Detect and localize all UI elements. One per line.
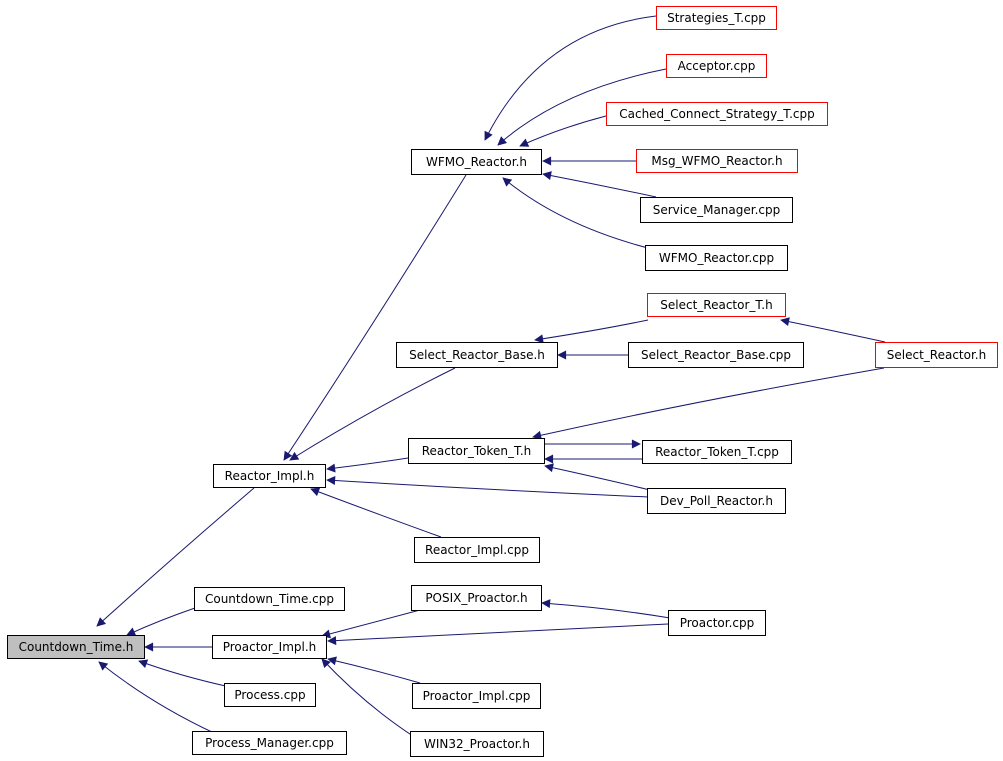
edge-select-reactor-base-to-reactor-impl bbox=[289, 367, 456, 461]
node-process-cpp[interactable]: Process.cpp bbox=[224, 683, 316, 707]
node-msg-wfmo-reactor-h[interactable]: Msg_WFMO_Reactor.h bbox=[636, 149, 798, 173]
edge-reactor-impl-to-countdown-time-h bbox=[96, 487, 255, 627]
node-dev-poll-reactor-h[interactable]: Dev_Poll_Reactor.h bbox=[647, 488, 786, 514]
node-select-reactor-h[interactable]: Select_Reactor.h bbox=[875, 342, 998, 368]
node-select-reactor-base-cpp[interactable]: Select_Reactor_Base.cpp bbox=[628, 342, 804, 368]
edge-dev-poll-reactor-to-reactor-impl bbox=[326, 476, 649, 498]
edge-proactor-cpp-to-posix-proactor bbox=[541, 599, 671, 619]
node-countdown-time-h[interactable]: Countdown_Time.h bbox=[7, 635, 145, 659]
edge-wfmo-reactor-to-reactor-impl bbox=[283, 174, 467, 461]
node-wfmo-reactor-h[interactable]: WFMO_Reactor.h bbox=[411, 149, 542, 175]
dependency-edges bbox=[96, 15, 886, 739]
edge-process-manager-to-countdown-time-h bbox=[98, 661, 215, 734]
edge-reactor-token-t-h-to-reactor-impl bbox=[326, 457, 409, 473]
edge-wfmo-reactor-cpp-to-wfmo-reactor bbox=[502, 177, 649, 249]
edge-cached-connect-to-wfmo-reactor bbox=[519, 115, 607, 147]
node-posix-proactor-h[interactable]: POSIX_Proactor.h bbox=[411, 585, 542, 611]
edge-proactor-impl-cpp-to-proactor-impl bbox=[327, 656, 421, 684]
edge-countdown-time-cpp-to-countdown-time-h bbox=[126, 607, 196, 636]
node-win32-proactor-h[interactable]: WIN32_Proactor.h bbox=[410, 731, 544, 757]
node-reactor-token-t-cpp[interactable]: Reactor_Token_T.cpp bbox=[642, 440, 792, 464]
edge-posix-proactor-to-proactor-impl bbox=[321, 609, 421, 639]
node-reactor-impl-h[interactable]: Reactor_Impl.h bbox=[213, 464, 326, 488]
node-select-reactor-base-h[interactable]: Select_Reactor_Base.h bbox=[396, 342, 558, 368]
edge-select-reactor-to-reactor-token-t-h bbox=[532, 367, 885, 440]
node-process-manager-cpp[interactable]: Process_Manager.cpp bbox=[192, 731, 347, 755]
edge-proactor-cpp-to-proactor-impl bbox=[327, 623, 669, 646]
node-wfmo-reactor-cpp[interactable]: WFMO_Reactor.cpp bbox=[645, 245, 788, 271]
edge-select-reactor-t-to-select-reactor-base bbox=[534, 319, 649, 344]
node-countdown-time-cpp[interactable]: Countdown_Time.cpp bbox=[194, 587, 345, 611]
edge-win32-proactor-to-proactor-impl bbox=[321, 658, 417, 739]
node-proactor-impl-h[interactable]: Proactor_Impl.h bbox=[212, 635, 327, 659]
edge-dev-poll-reactor-to-reactor-token-t-h bbox=[544, 463, 651, 491]
node-proactor-impl-cpp[interactable]: Proactor_Impl.cpp bbox=[412, 683, 541, 709]
edge-process-cpp-to-countdown-time-h bbox=[138, 659, 231, 688]
node-select-reactor-t-h[interactable]: Select_Reactor_T.h bbox=[647, 293, 786, 317]
node-proactor-cpp[interactable]: Proactor.cpp bbox=[668, 610, 766, 636]
edge-reactor-impl-cpp-to-reactor-impl bbox=[310, 487, 442, 538]
edge-acceptor-to-wfmo-reactor bbox=[497, 68, 667, 146]
edge-service-manager-to-wfmo-reactor bbox=[542, 171, 657, 198]
node-cached-connect-strategy-t-cpp[interactable]: Cached_Connect_Strategy_T.cpp bbox=[606, 102, 828, 126]
node-reactor-token-t-h[interactable]: Reactor_Token_T.h bbox=[408, 438, 545, 464]
node-strategies-t-cpp[interactable]: Strategies_T.cpp bbox=[656, 6, 777, 30]
node-acceptor-cpp[interactable]: Acceptor.cpp bbox=[666, 54, 767, 78]
edge-select-reactor-to-select-reactor-t bbox=[780, 317, 886, 343]
edge-strategies-t-to-wfmo-reactor bbox=[484, 15, 657, 141]
node-reactor-impl-cpp[interactable]: Reactor_Impl.cpp bbox=[414, 537, 540, 563]
node-service-manager-cpp[interactable]: Service_Manager.cpp bbox=[640, 197, 793, 223]
